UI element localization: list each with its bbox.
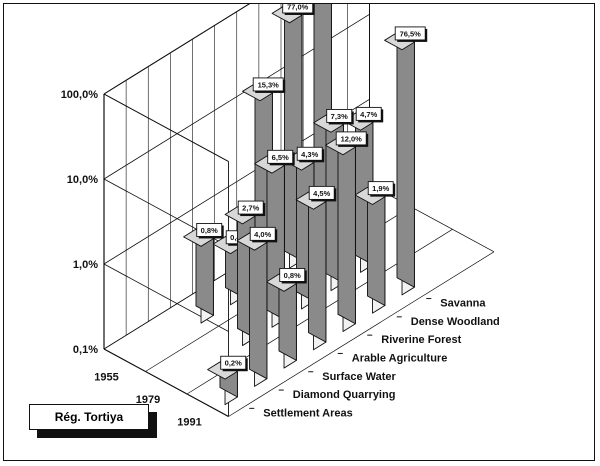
- data-label-box: [249, 226, 276, 241]
- depth-category-label: Riverine Forest: [381, 334, 461, 346]
- bar-top-face: [207, 361, 238, 380]
- data-label: 12,0%: [341, 134, 363, 143]
- data-label-box: [296, 146, 323, 161]
- depth-category-label: Dense Woodland: [411, 316, 500, 328]
- bar-side-face: [396, 32, 415, 288]
- sidewall-top-edge: [103, 93, 229, 162]
- data-label-box: [220, 355, 247, 370]
- bar-group: 4,5%: [295, 185, 337, 351]
- bar-top-face: [224, 206, 256, 225]
- bar-group: 0,8%: [266, 268, 307, 369]
- chart-axis-labels: 0,1% 1,0% 10,0% 100,0% 1955 1979 1991 Settlemen…: [61, 89, 500, 428]
- bar-top-face: [354, 186, 386, 205]
- data-label-box: [282, 4, 314, 14]
- region-label-box: Rég. Tortiya: [29, 404, 149, 430]
- bar-group: 4,0%: [236, 226, 278, 387]
- data-label: 4,5%: [313, 189, 330, 198]
- data-label-box: [267, 149, 294, 164]
- data-label-box: [237, 200, 264, 215]
- depth-category-label: Arable Agriculture: [352, 352, 448, 364]
- depth-category-label: Surface Water: [322, 371, 396, 383]
- data-label-box: [394, 26, 426, 41]
- data-label-box: [308, 185, 335, 200]
- chart-frame: 80,4%4,7%76,5%77,0%7,3%1,9%15,3%4,3%12,0…: [3, 3, 595, 461]
- data-label: 0,8%: [201, 226, 218, 235]
- bar-top-face: [183, 228, 214, 247]
- bar-top-face: [295, 191, 327, 210]
- y-tick-label: 100,0%: [61, 89, 99, 101]
- data-label: 4,0%: [254, 230, 271, 239]
- data-label: 76,5%: [400, 29, 422, 38]
- bar-group: 0,2%: [207, 355, 248, 406]
- data-label: 15,3%: [258, 80, 280, 89]
- data-label: 77,0%: [287, 4, 309, 11]
- data-label: 4,3%: [301, 150, 318, 159]
- bar-top-face: [254, 155, 285, 174]
- data-label: 7,3%: [331, 112, 348, 121]
- floor-front-edge: [103, 348, 229, 417]
- data-label-box: [367, 181, 394, 196]
- depth-category-label: Savanna: [440, 298, 486, 310]
- data-label-box: [335, 131, 367, 146]
- data-label-box: [196, 223, 223, 237]
- data-label: 0,8%: [284, 271, 301, 280]
- x-category-label: 1979: [136, 394, 160, 406]
- bar-top-face: [313, 114, 344, 133]
- floor-gridline: [228, 251, 495, 417]
- data-label-box: [252, 77, 284, 92]
- y-tick-label: 0,1%: [73, 344, 98, 356]
- bar-group: 76,5%: [384, 26, 428, 296]
- data-label-box: [279, 268, 306, 282]
- region-label: Rég. Tortiya: [54, 410, 124, 424]
- bar-group: 12,0%: [325, 131, 369, 332]
- data-label: 4,7%: [360, 110, 377, 119]
- bar-group: 1,9%: [354, 181, 396, 314]
- y-tick-label: 1,0%: [73, 259, 98, 271]
- wall-top-edge: [103, 4, 251, 95]
- data-label: 2,7%: [242, 204, 259, 213]
- bar-top-face: [266, 273, 297, 292]
- bar-side-face: [367, 186, 386, 306]
- bar-side-face: [337, 137, 356, 325]
- bar-side-face: [308, 191, 327, 343]
- chart-3d-bar: 80,4%4,7%76,5%77,0%7,3%1,9%15,3%4,3%12,0…: [61, 4, 500, 428]
- data-label: 6,5%: [272, 153, 289, 162]
- chart-bars: 80,4%4,7%76,5%77,0%7,3%1,9%15,3%4,3%12,0…: [183, 4, 428, 406]
- data-label: 0,2%: [225, 359, 242, 368]
- depth-category-label: Settlement Areas: [263, 407, 352, 419]
- data-label-box: [355, 106, 382, 121]
- x-category-label: 1991: [177, 416, 201, 428]
- data-label: 1,9%: [372, 184, 389, 193]
- y-tick-label: 10,0%: [67, 174, 98, 186]
- sidewall-gridline-horizontal: [103, 263, 229, 332]
- x-category-label: 1955: [94, 371, 118, 383]
- bar-group: 0,8%: [183, 223, 224, 324]
- bar-top-face: [236, 232, 268, 251]
- data-label-box: [326, 108, 353, 123]
- bar-side-face: [249, 232, 268, 380]
- depth-category-label: Diamond Quarrying: [293, 389, 396, 401]
